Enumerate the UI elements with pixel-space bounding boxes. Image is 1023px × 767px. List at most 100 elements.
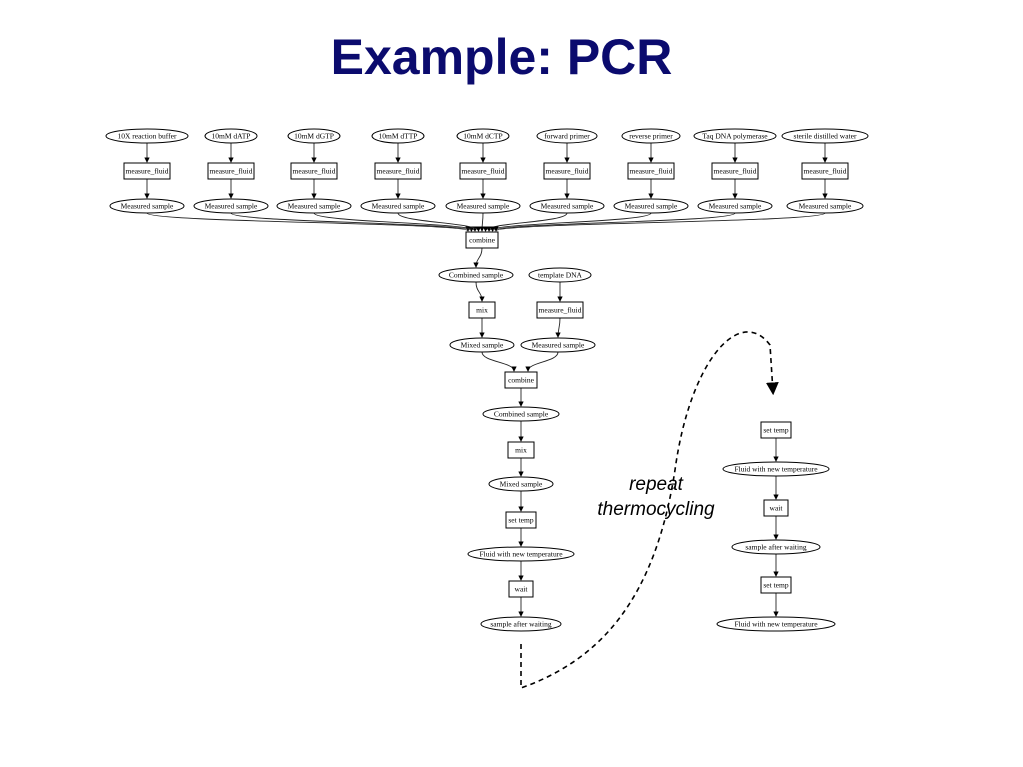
measured-sample-template: Measured sample [520, 337, 596, 353]
measured-sample-7-shape [697, 198, 773, 214]
repeat-cycle-arrow [520, 331, 779, 690]
fluid-new-temp-1-label: Fluid with new temperature [479, 550, 563, 559]
reagent-3: 10mM dTTP [371, 128, 425, 144]
annotation-repeat: repeat [629, 474, 684, 495]
mixed-sample-1-label: Mixed sample [461, 341, 504, 350]
combined-sample-1: Combined sample [438, 267, 514, 283]
combine-2-shape [504, 371, 538, 389]
measure-fluid-0-label: measure_fluid [126, 167, 169, 176]
reagent-1-label: 10mM dATP [212, 132, 251, 141]
measure-fluid-2-shape [290, 162, 338, 180]
wait-2-label: wait [770, 504, 784, 513]
measured-sample-0: Measured sample [109, 198, 185, 214]
measure-fluid-1-label: measure_fluid [210, 167, 253, 176]
slide-title: Example: PCR [330, 29, 673, 85]
combined-sample-1-label: Combined sample [449, 271, 504, 280]
reagent-2-label: 10mM dGTP [294, 132, 334, 141]
measured-sample-template-label: Measured sample [532, 341, 585, 350]
flow-edge [146, 212, 471, 232]
measure-fluid-5: measure_fluid [543, 162, 591, 180]
reagent-5: forward primer [536, 128, 598, 144]
reagent-1-shape [204, 128, 258, 144]
measure-fluid-5-shape [543, 162, 591, 180]
set-temp-3: set temp [760, 576, 792, 594]
reagent-2: 10mM dGTP [287, 128, 341, 144]
measure-fluid-5-label: measure_fluid [546, 167, 589, 176]
reagent-6-label: reverse primer [629, 132, 673, 141]
combined-sample-1-shape [438, 267, 514, 283]
flow-edge [489, 212, 736, 232]
measured-sample-6: Measured sample [613, 198, 689, 214]
reagent-7: Taq DNA polymerase [693, 128, 777, 144]
measure-fluid-0: measure_fluid [123, 162, 171, 180]
mix-2: mix [507, 441, 535, 459]
measured-sample-6-shape [613, 198, 689, 214]
measured-sample-3-label: Measured sample [372, 202, 425, 211]
measure-fluid-template: measure_fluid [536, 301, 584, 319]
wait-1-shape [508, 580, 534, 598]
sample-after-waiting-2-label: sample after waiting [745, 543, 806, 552]
measured-sample-3-shape [360, 198, 436, 214]
mixed-sample-1: Mixed sample [449, 337, 515, 353]
fluid-new-temp-1: Fluid with new temperature [467, 546, 575, 562]
mix-2-shape [507, 441, 535, 459]
measured-sample-2: Measured sample [276, 198, 352, 214]
flow-edge [230, 212, 475, 232]
measure-fluid-template-label: measure_fluid [539, 306, 582, 315]
measure-fluid-4: measure_fluid [459, 162, 507, 180]
measured-sample-1-label: Measured sample [205, 202, 258, 211]
reagent-2-shape [287, 128, 341, 144]
flow-edge [525, 351, 559, 372]
reagent-7-shape [693, 128, 777, 144]
reagent-8-label: sterile distilled water [794, 132, 857, 141]
reagent-6-shape [621, 128, 681, 144]
measured-sample-5-label: Measured sample [541, 202, 594, 211]
set-temp-1: set temp [505, 511, 537, 529]
combine-1: combine [465, 231, 499, 249]
reagent-0-label: 10X reaction buffer [117, 132, 177, 141]
mixed-sample-2-label: Mixed sample [500, 480, 543, 489]
fluid-new-temp-1-shape [467, 546, 575, 562]
measured-sample-1-shape [193, 198, 269, 214]
set-temp-3-shape [760, 576, 792, 594]
fluid-new-temp-2-label: Fluid with new temperature [734, 465, 818, 474]
wait-1: wait [508, 580, 534, 598]
reagent-7-label: Taq DNA polymerase [702, 132, 768, 141]
measure-fluid-0-shape [123, 162, 171, 180]
reagent-5-shape [536, 128, 598, 144]
measure-fluid-2-label: measure_fluid [293, 167, 336, 176]
set-temp-2: set temp [760, 421, 792, 439]
wait-2: wait [763, 499, 789, 517]
measure-fluid-7-shape [711, 162, 759, 180]
measured-sample-8: Measured sample [786, 198, 864, 214]
combine-2-label: combine [508, 376, 534, 385]
set-temp-3-label: set temp [763, 581, 788, 590]
combine-1-label: combine [469, 236, 495, 245]
annotation-thermocycling: thermocycling [597, 499, 715, 520]
fluid-new-temp-3-label: Fluid with new temperature [734, 620, 818, 629]
reagent-5-label: forward primer [544, 132, 590, 141]
measured-sample-5: Measured sample [529, 198, 605, 214]
mixed-sample-1-shape [449, 337, 515, 353]
set-temp-1-label: set temp [508, 516, 533, 525]
measured-sample-5-shape [529, 198, 605, 214]
set-temp-1-shape [505, 511, 537, 529]
fluid-new-temp-2-shape [722, 461, 830, 477]
measure-fluid-1-shape [207, 162, 255, 180]
fluid-new-temp-3: Fluid with new temperature [716, 616, 836, 632]
measure-fluid-template-shape [536, 301, 584, 319]
flow-edge [493, 212, 826, 232]
measure-fluid-3: measure_fluid [374, 162, 422, 180]
wait-2-shape [763, 499, 789, 517]
flow-edge [475, 281, 485, 302]
combined-sample-2: Combined sample [482, 406, 560, 422]
measured-sample-8-shape [786, 198, 864, 214]
reagent-3-label: 10mM dTTP [379, 132, 418, 141]
measure-fluid-8: measure_fluid [801, 162, 849, 180]
reagent-0-shape [105, 128, 189, 144]
mix-1-shape [468, 301, 496, 319]
measure-fluid-3-label: measure_fluid [377, 167, 420, 176]
reagent-8: sterile distilled water [781, 128, 869, 144]
measure-fluid-7: measure_fluid [711, 162, 759, 180]
